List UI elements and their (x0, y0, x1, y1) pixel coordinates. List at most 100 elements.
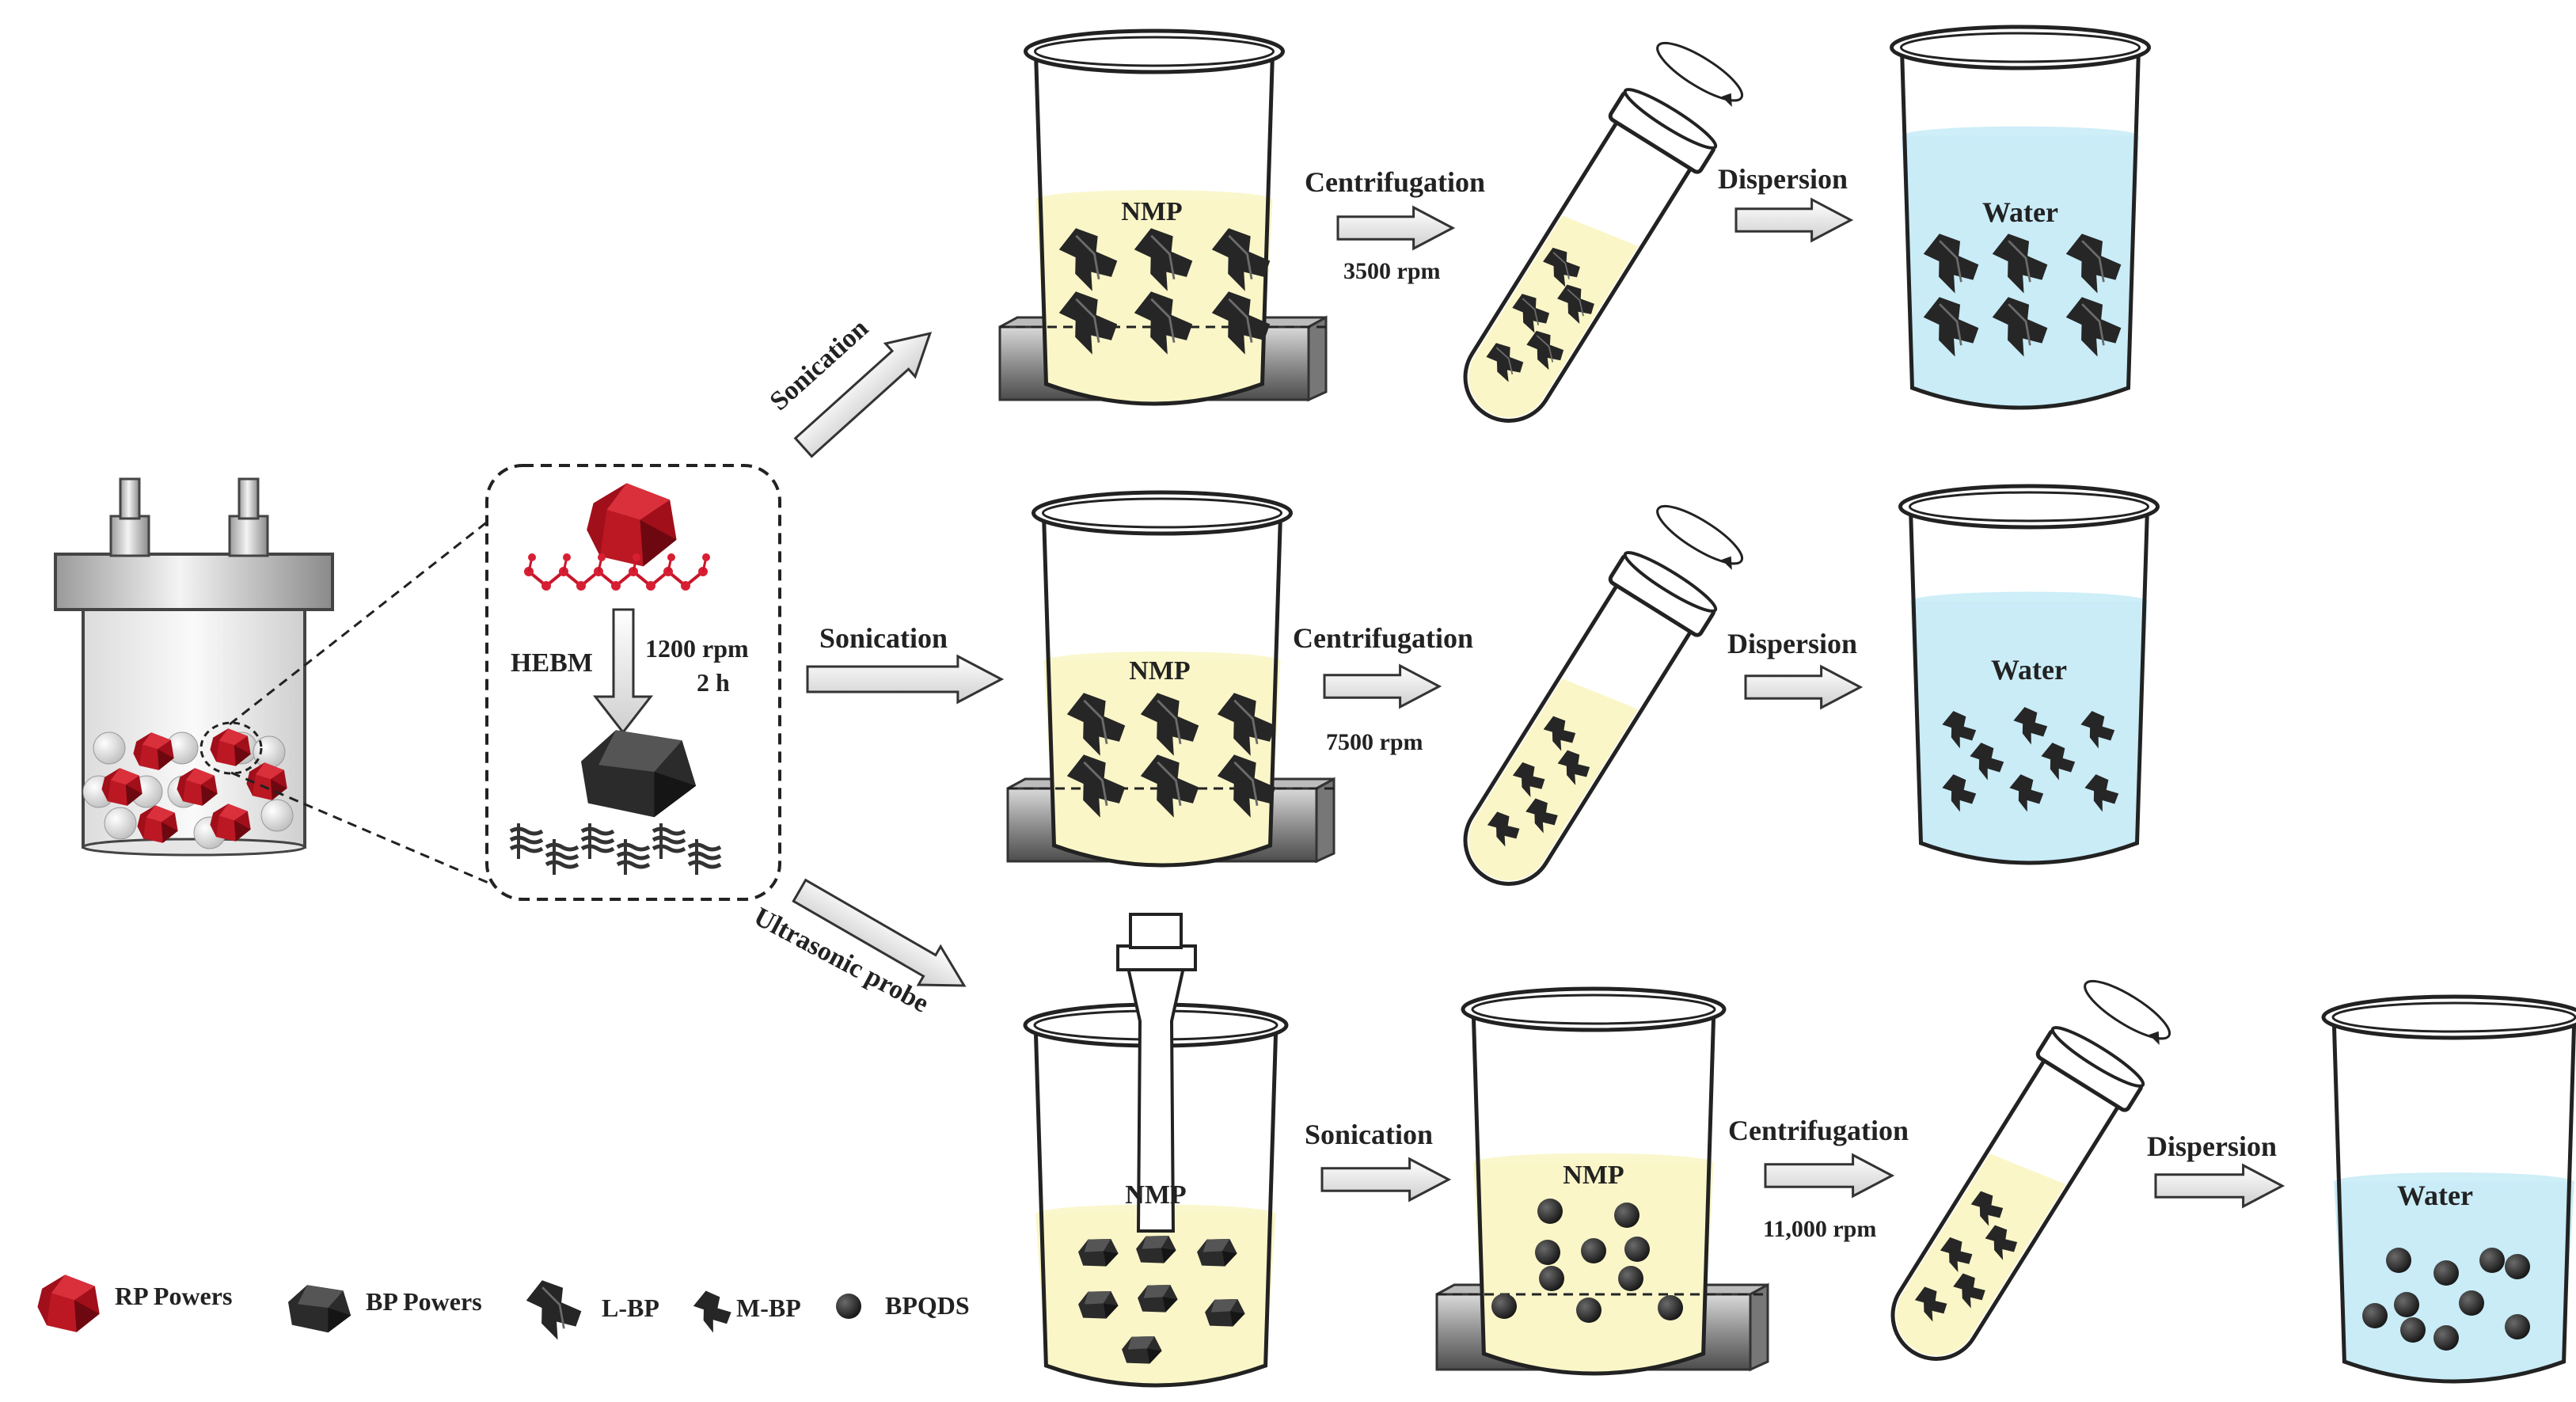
middle-sonication-beaker (1006, 490, 1335, 868)
mill-duration: 2 h (697, 668, 730, 697)
tube-wall (1463, 584, 1693, 886)
hebm-zoom-box: HEBM 1200 rpm 2 h (485, 464, 781, 901)
beaker-wall (1033, 1026, 1279, 1388)
legend-bp-label: BP Powers (366, 1287, 482, 1316)
liquid (1473, 1162, 1714, 1374)
bp-quantum-dot (1618, 1266, 1643, 1291)
bp-quantum-dot (1658, 1295, 1683, 1320)
black-phosphorus-layers (509, 823, 722, 875)
probe-sonication-beaker (1023, 913, 1289, 1388)
rotation-arrow-icon (1656, 504, 1744, 570)
legend-bpqds-label: BPQDS (885, 1291, 970, 1320)
beaker-rim (1032, 490, 1293, 536)
bp-quantum-dot (2434, 1325, 2459, 1351)
legend-bpqds-icon (836, 1294, 861, 1319)
middle-centrifuge-tube (1463, 504, 1744, 886)
middle-sonication-arrow (806, 654, 1005, 705)
bp-quantum-dot (1491, 1294, 1517, 1319)
middle-nmp-label: NMP (1129, 656, 1190, 686)
bottom-sonication-label: Sonication (1305, 1119, 1433, 1150)
bp-quantum-dot (1614, 1203, 1639, 1228)
tube-wall (1463, 121, 1693, 423)
bottom-dispersion-arrow (2154, 1163, 2285, 1209)
middle-sonication-label: Sonication (819, 622, 948, 654)
middle-centrifugation-arrow (1323, 663, 1442, 709)
legend-mbp-label: M-BP (736, 1294, 801, 1322)
bp-quantum-dot (2362, 1303, 2388, 1328)
top-sonication-beaker (998, 28, 1328, 406)
beaker-rim (1898, 484, 2160, 530)
milling-ball (93, 731, 126, 765)
top-dispersion-arrow (1734, 197, 1854, 243)
top-centrifuge-tube (1463, 41, 1744, 423)
bottom-water-beaker (2321, 994, 2576, 1384)
bottom-centrifugation-arrow (1764, 1153, 1895, 1199)
bp-quantum-dot (1581, 1238, 1606, 1263)
ultrasonic-probe-collar (1116, 944, 1197, 971)
legend-mbp-icon (687, 1287, 738, 1336)
beaker-wall (1042, 514, 1282, 868)
rotation-arrow-icon (2084, 979, 2171, 1045)
beaker-wall (2331, 1018, 2576, 1384)
middle-dispersion-label: Dispersion (1727, 628, 1857, 659)
process-arrows (792, 197, 2285, 1209)
milling-arrow (592, 608, 654, 735)
middle-centrifugation-speed: 7500 rpm (1326, 729, 1423, 755)
middle-dispersion-arrow (1744, 664, 1864, 710)
middle-centrifugation-label: Centrifugation (1293, 622, 1473, 654)
beaker-wall (1471, 1010, 1716, 1376)
middle-water-beaker (1898, 484, 2160, 865)
bp-quantum-dot (2505, 1314, 2530, 1339)
hebm-label: HEBM (511, 648, 593, 678)
bp-quantum-dot (1535, 1240, 1560, 1265)
beaker-rim (1890, 25, 2151, 70)
legend-rp-icon (37, 1275, 100, 1332)
beaker-wall (1900, 48, 2141, 410)
top-centrifugation-speed: 3500 rpm (1343, 258, 1441, 284)
bp-quantum-dot (1576, 1298, 1601, 1323)
beaker-rim (1024, 28, 1285, 74)
beaker-rim (1461, 986, 1727, 1032)
top-centrifugation-label: Centrifugation (1305, 166, 1485, 198)
middle-route: Sonication NMP Centrifugation 7500 rpm D… (819, 484, 2160, 886)
top-nmp-label: NMP (1121, 197, 1182, 226)
bp-quantum-dot (2394, 1292, 2419, 1317)
bottom-probe-nmp-label: NMP (1125, 1180, 1186, 1210)
top-sonication-arrow (793, 332, 933, 458)
bp-quantum-dot (2434, 1260, 2459, 1286)
ultrasonic-probe-top (1129, 913, 1183, 949)
legend-rp-label: RP Powers (115, 1282, 232, 1310)
red-phosphorus-chain (524, 553, 710, 591)
zoom-circle (199, 721, 263, 775)
milling-ball (253, 735, 286, 769)
bp-quantum-dot (2505, 1254, 2530, 1279)
bottom-route: Ultrasonic probe NMP Sonication NMP Cent… (749, 902, 2576, 1388)
bp-quantum-dot (2479, 1248, 2505, 1273)
bottom-centrifugation-label: Centrifugation (1728, 1115, 1909, 1146)
bottom-sonication-arrow (1320, 1157, 1452, 1203)
bottom-nmp-label: NMP (1563, 1161, 1624, 1190)
legend-lbp-label: L-BP (602, 1294, 659, 1322)
mill-speed: 1200 rpm (645, 634, 749, 663)
bp-quantum-dot (2386, 1248, 2411, 1273)
top-water-label: Water (1982, 196, 2058, 228)
bp-quantum-dot (2459, 1290, 2484, 1316)
middle-water-label: Water (1991, 654, 2067, 686)
beaker-wall (1909, 507, 2149, 865)
quantum-dot-beaker (1435, 986, 1769, 1376)
bp-quantum-dot (2400, 1317, 2426, 1343)
bottom-dispersion-label: Dispersion (2147, 1130, 2277, 1162)
bp-quantum-dot (1537, 1199, 1563, 1224)
legend-lbp-icon (517, 1273, 591, 1346)
bp-quantum-dot (1624, 1237, 1650, 1262)
ultrasonic-probe-arrow (792, 878, 967, 987)
bottom-centrifugation-speed: 11,000 rpm (1763, 1216, 1876, 1242)
beaker-wall (1034, 52, 1275, 406)
legend-bp-icon (288, 1285, 351, 1333)
top-centrifugation-arrow (1336, 205, 1456, 251)
bottom-water-label: Water (2397, 1180, 2473, 1211)
bottom-centrifuge-tube (1890, 979, 2171, 1361)
top-water-beaker (1890, 25, 2151, 410)
beaker-rim (2321, 994, 2576, 1040)
